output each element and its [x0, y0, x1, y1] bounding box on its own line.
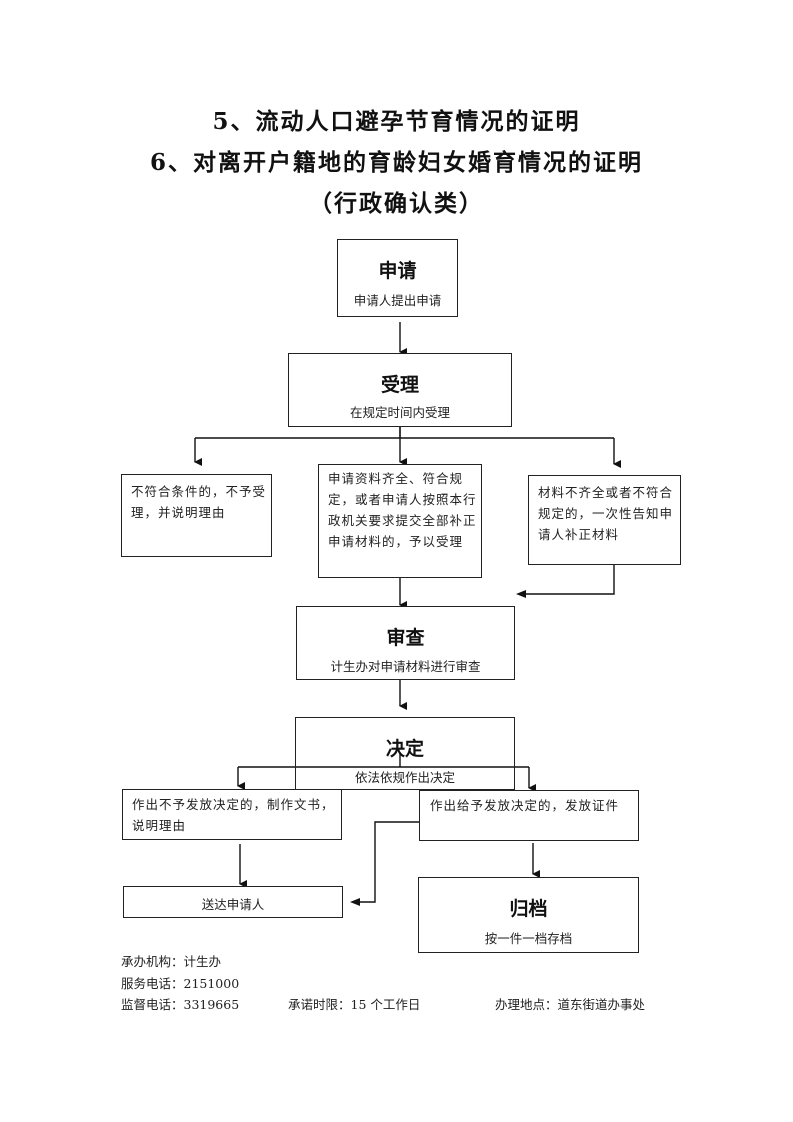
step-review-sub: 计生办对申请材料进行审查 [330, 659, 481, 674]
title-line-1: 5、流动人口避孕节育情况的证明 [212, 108, 581, 135]
incomplete-box: 材料不齐全或者不符合规定的，一次性告知申请人补正材料 [528, 475, 681, 565]
step-archive-title: 归档 [509, 898, 548, 920]
deny-text: 作出不予发放决定的，制作文书，说明理由 [132, 797, 335, 833]
step-review-title: 审查 [386, 627, 425, 649]
title-line-2: 6、对离开户籍地的育龄妇女婚育情况的证明 [149, 149, 643, 176]
footer-service-phone: 服务电话：2151000 [121, 976, 240, 991]
footer-supervise-phone: 监督电话：3319665 [121, 997, 240, 1012]
accepted-box: 申请资料齐全、符合规定，或者申请人按照本行政机关要求提交全部补正申请材料的，予以… [318, 464, 482, 578]
step-accept-box: 受理 在规定时间内受理 [288, 353, 512, 427]
step-archive-box: 归档 按一件一档存档 [418, 877, 639, 953]
step-decide-title: 决定 [385, 738, 424, 760]
arrow-grant-deliver [355, 821, 419, 903]
footer-agency: 承办机构：计生办 [121, 954, 222, 969]
grant-text: 作出给予发放决定的，发放证件 [430, 798, 620, 813]
step-accept-sub: 在规定时间内受理 [349, 405, 450, 420]
reject-text: 不符合条件的，不予受理，并说明理由 [131, 484, 267, 520]
step-apply-sub: 申请人提出申请 [353, 293, 442, 308]
step-apply-box: 申请 申请人提出申请 [337, 239, 458, 317]
step-apply-title: 申请 [378, 260, 417, 282]
grant-box: 作出给予发放决定的，发放证件 [419, 790, 639, 841]
deliver-box: 送达申请人 [123, 886, 343, 918]
title-line-3: （行政确认类） [309, 190, 484, 217]
footer-location: 办理地点：道东街道办事处 [495, 997, 646, 1012]
step-review-box: 审查 计生办对申请材料进行审查 [296, 606, 515, 680]
deliver-text: 送达申请人 [201, 897, 265, 912]
accepted-text: 申请资料齐全、符合规定，或者申请人按照本行政机关要求提交全部补正申请材料的，予以… [328, 471, 477, 549]
step-decide-box: 决定 依法依规作出决定 [295, 717, 515, 790]
step-accept-title: 受理 [380, 374, 419, 396]
footer-time-limit: 承诺时限：15 个工作日 [288, 997, 421, 1012]
deny-box: 作出不予发放决定的，制作文书，说明理由 [122, 789, 342, 840]
incomplete-text: 材料不齐全或者不符合规定的，一次性告知申请人补正材料 [538, 485, 674, 542]
reject-box: 不符合条件的，不予受理，并说明理由 [121, 474, 272, 557]
step-archive-sub: 按一件一档存档 [484, 931, 573, 946]
step-decide-sub: 依法依规作出决定 [354, 770, 455, 785]
